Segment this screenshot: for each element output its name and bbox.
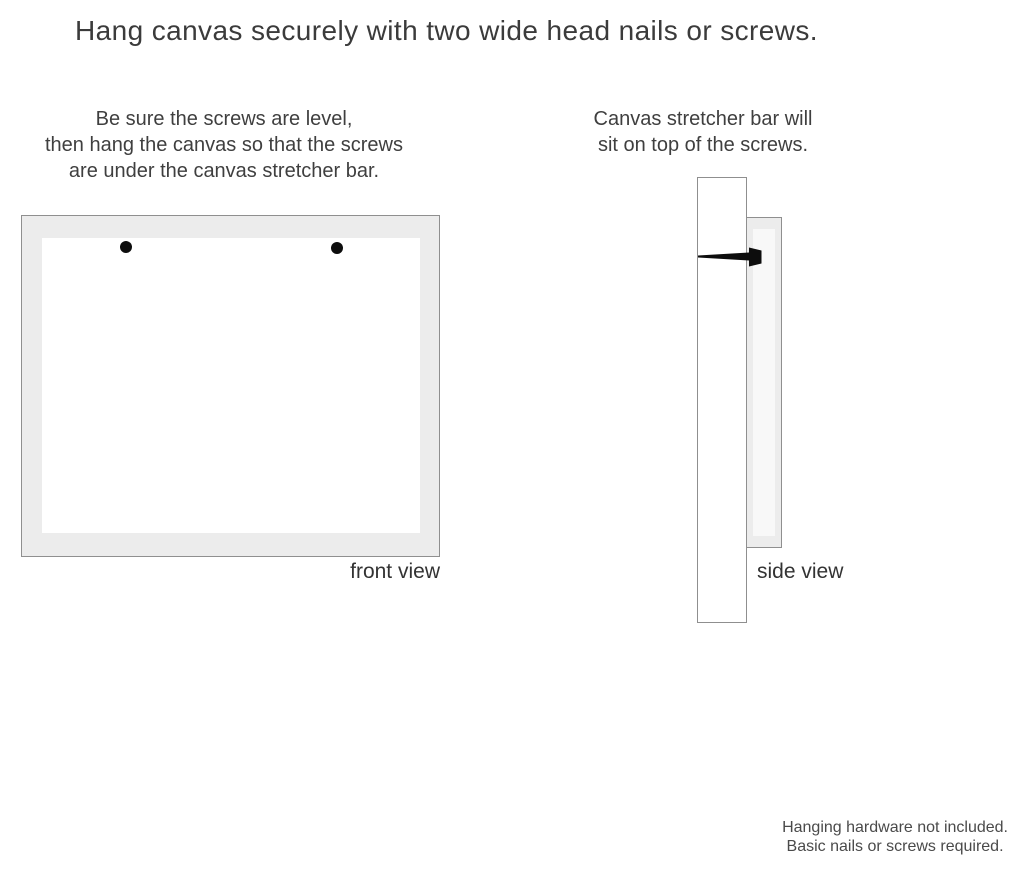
disclaimer-line: Basic nails or screws required. bbox=[786, 838, 1004, 855]
instruction-line: Be sure the screws are level, bbox=[95, 108, 353, 130]
instruction-line: sit on top of the screws. bbox=[597, 134, 809, 156]
front-view-canvas-diagram bbox=[21, 215, 440, 557]
hardware-disclaimer: Hanging hardware not included. Basic nai… bbox=[782, 818, 1008, 856]
side-view-canvas-edge bbox=[746, 217, 782, 548]
instruction-line: then hang the canvas so that the screws bbox=[45, 134, 403, 156]
disclaimer-line: Hanging hardware not included. bbox=[782, 819, 1008, 836]
side-view-stretcher-bar bbox=[697, 177, 747, 623]
side-view-instruction: Canvas stretcher bar will sit on top of … bbox=[553, 106, 853, 158]
nail-icon bbox=[698, 247, 762, 267]
canvas-inner-area bbox=[42, 238, 420, 533]
instruction-line: Canvas stretcher bar will bbox=[593, 108, 813, 130]
side-view-label: side view bbox=[757, 560, 844, 583]
front-view-label: front view bbox=[350, 560, 440, 583]
side-view-canvas-inner bbox=[753, 229, 775, 536]
screw-dot-left bbox=[120, 241, 132, 253]
page-title: Hang canvas securely with two wide head … bbox=[75, 15, 818, 46]
front-view-instruction: Be sure the screws are level, then hang … bbox=[14, 106, 434, 184]
screw-dot-right bbox=[331, 242, 343, 254]
instruction-line: are under the canvas stretcher bar. bbox=[68, 160, 380, 182]
